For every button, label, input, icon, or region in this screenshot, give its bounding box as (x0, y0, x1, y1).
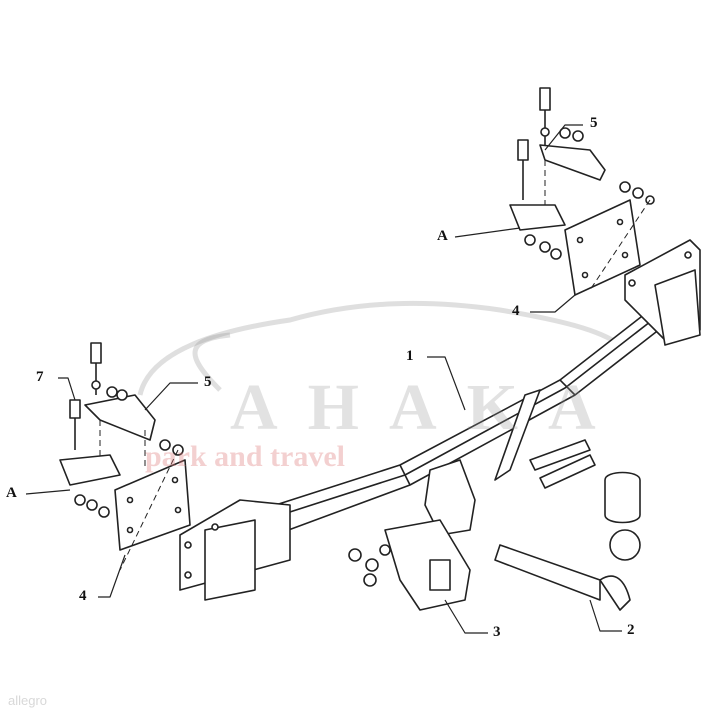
label-fixing-left: A (6, 485, 17, 501)
bracket-left-part-5 (59, 342, 184, 518)
plate-left-part-4 (114, 459, 191, 551)
label-plate-right: 4 (512, 303, 520, 319)
label-bracket-right: 5 (590, 115, 598, 131)
label-socket-plate: 3 (493, 624, 501, 640)
watermark-corner: allegro (8, 693, 48, 708)
assembly-lines (99, 160, 651, 571)
label-tow-ball: 2 (627, 622, 635, 638)
car-watermark (137, 300, 622, 396)
label-beam: 1 (406, 348, 414, 364)
bracket-right-part-5 (509, 87, 655, 260)
leader-lines (25, 124, 622, 634)
label-bracket-left: 5 (204, 374, 212, 390)
label-plate-left: 4 (79, 588, 87, 604)
watermark-tagline: park and travel (145, 440, 346, 473)
plate-right-part-4 (564, 199, 641, 296)
label-bolt-left: 7 (36, 369, 44, 385)
towball-part-2 (494, 471, 641, 611)
coupling-mount (424, 389, 596, 536)
beam-end-left (179, 499, 291, 601)
beam-part-1 (259, 309, 666, 536)
beam-end-right (624, 239, 701, 346)
label-fixing-right: A (437, 228, 448, 244)
watermark-brand: AHAKA (230, 371, 626, 444)
socket-plate-part-3 (348, 519, 471, 611)
